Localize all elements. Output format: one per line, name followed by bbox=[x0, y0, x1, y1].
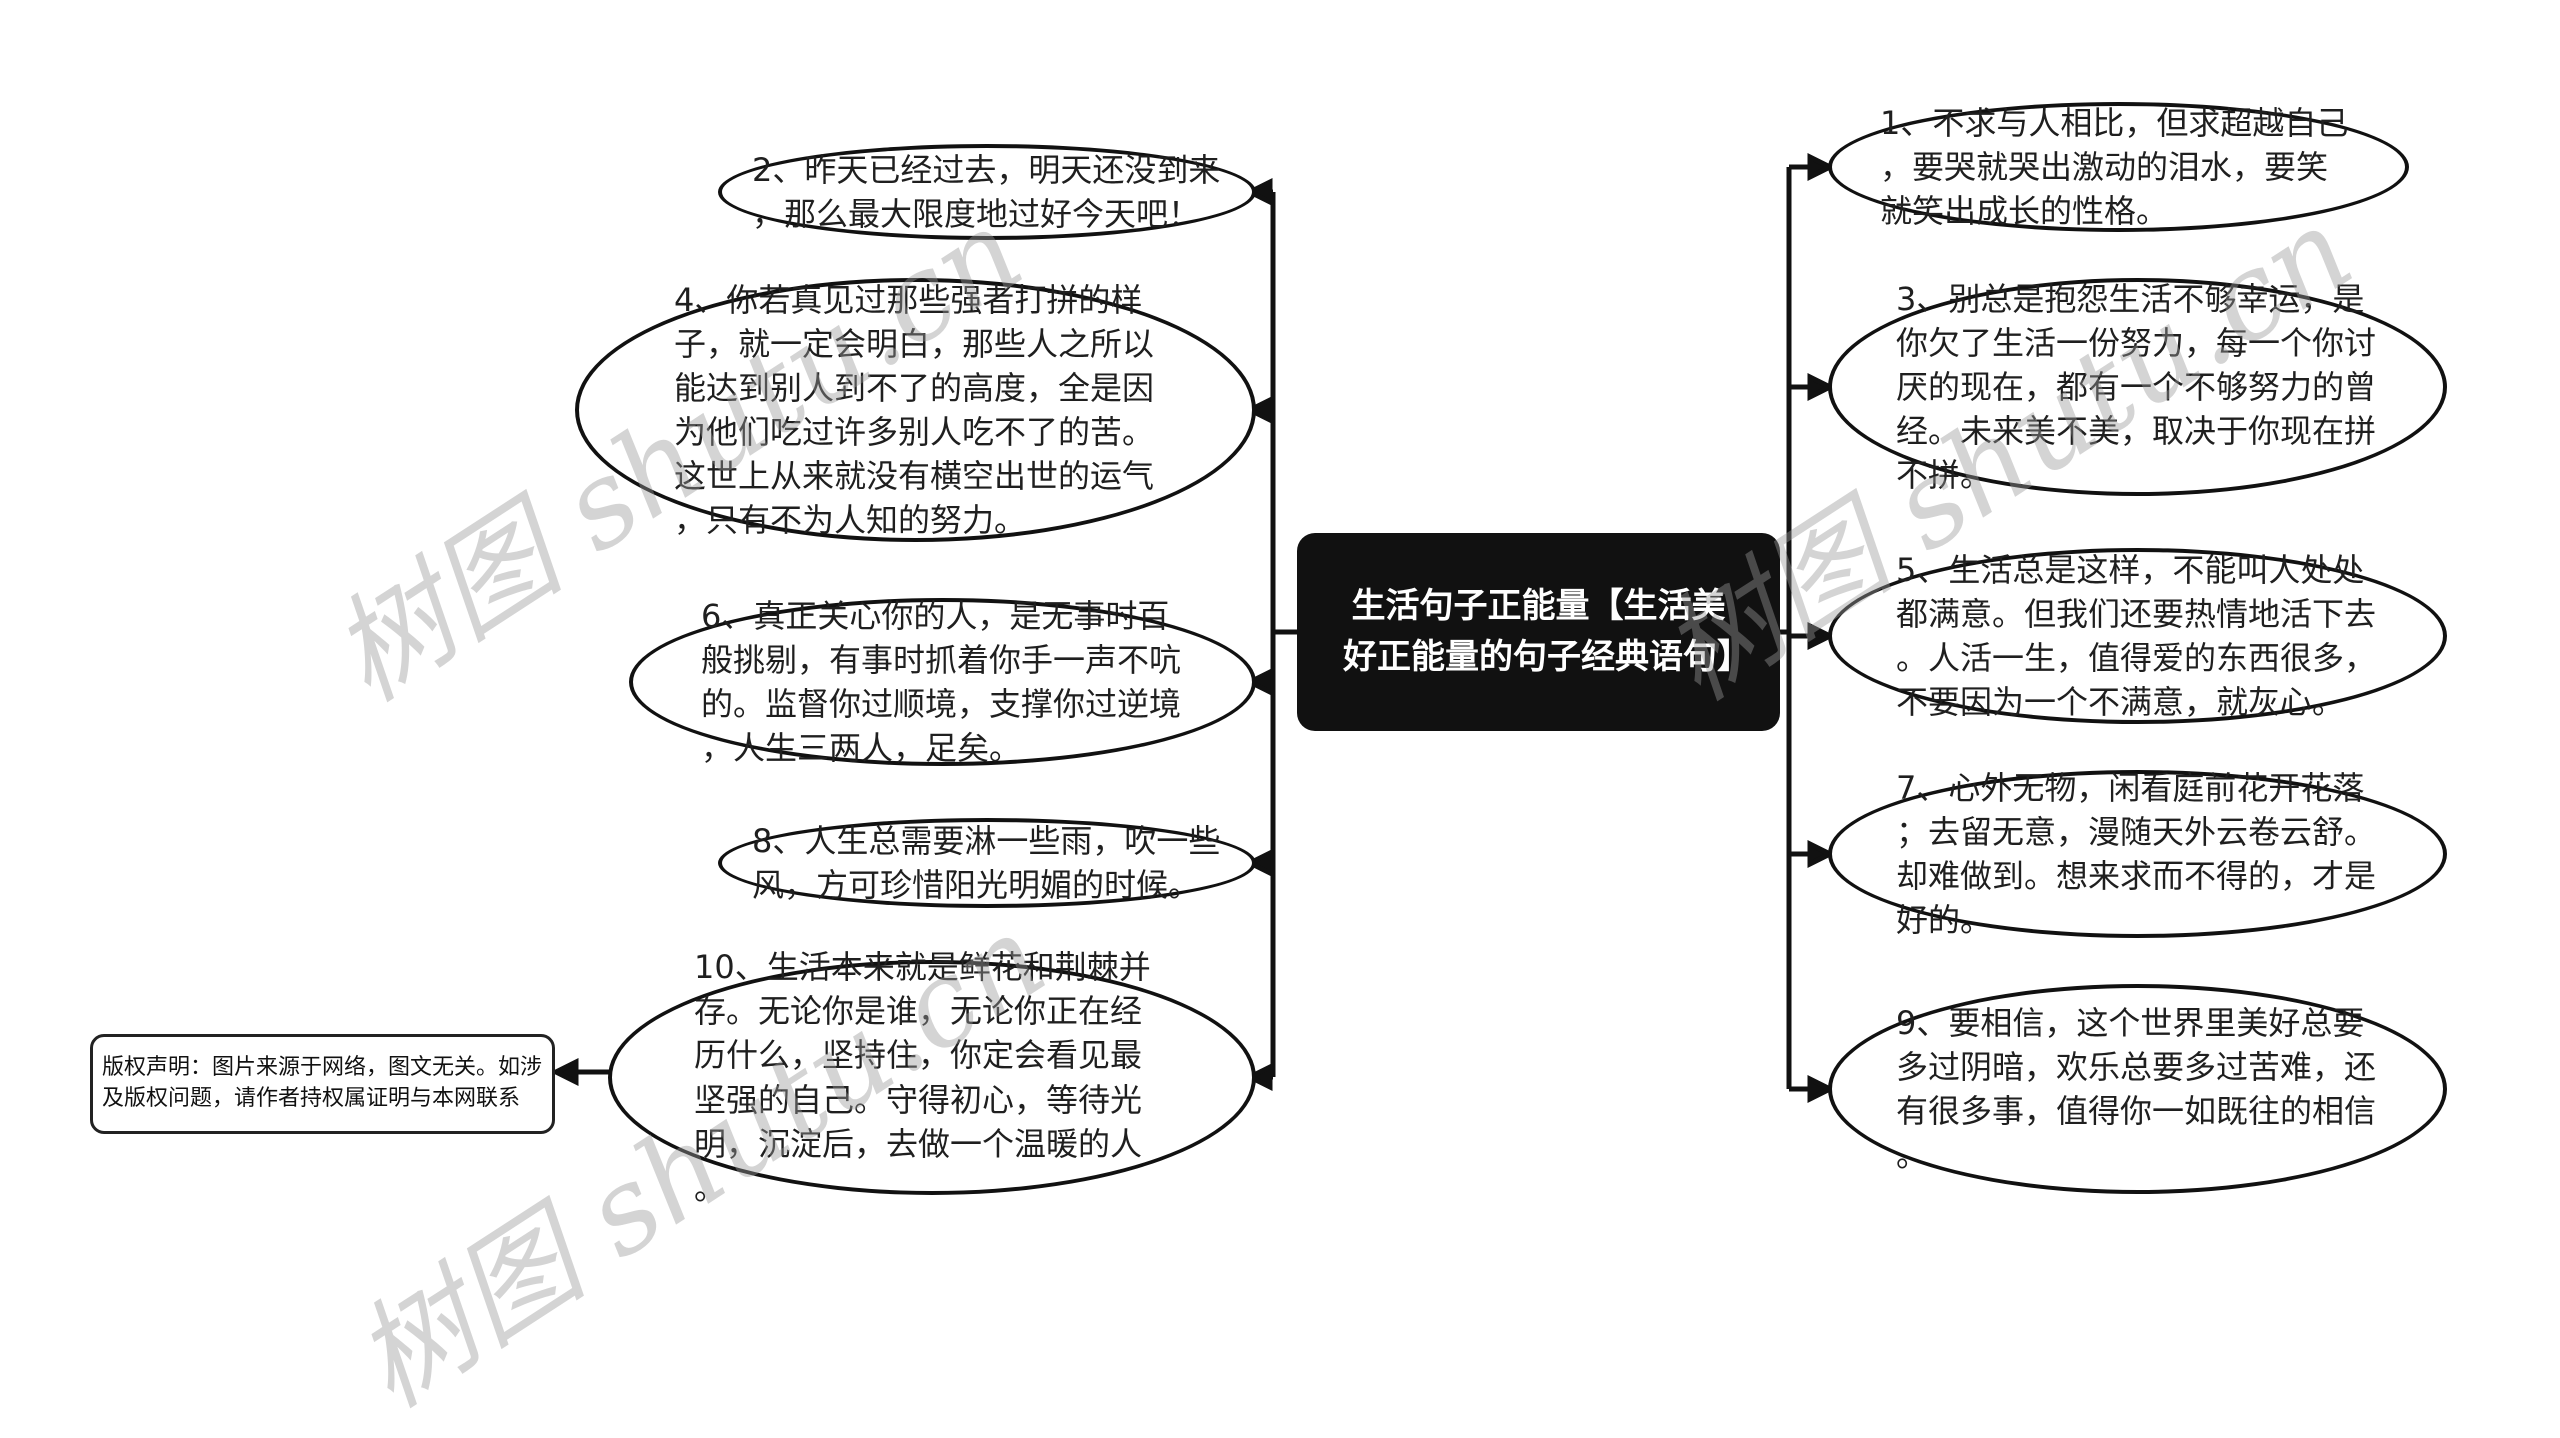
branch-node-8[interactable]: 8、人生总需要淋一些雨，吹一些风，方可珍惜阳光明媚的时候。 bbox=[718, 818, 1256, 908]
arrowhead-node-4-icon bbox=[1244, 395, 1273, 425]
branch-node-3-text: 3、别总是抱怨生活不够幸运，是你欠了生活一份努力，每一个你讨厌的现在，都有一个不… bbox=[1896, 279, 2377, 495]
branch-node-6-text: 6、真正关心你的人，是无事时百般挑剔，有事时抓着你手一声不吭的。监督你过顺境，支… bbox=[701, 596, 1182, 768]
branch-node-2[interactable]: 2、昨天已经过去，明天还没到来，那么最大限度地过好今天吧！ bbox=[718, 144, 1256, 240]
arrowhead-node-7-icon bbox=[1807, 839, 1836, 869]
branch-node-4-text: 4、你若真见过那些强者打拼的样子，就一定会明白，那些人之所以能达到别人到不了的高… bbox=[674, 280, 1155, 540]
mindmap-canvas: 生活句子正能量【生活美好正能量的句子经典语句】 2、昨天已经过去，明天还没到来，… bbox=[90, 102, 2447, 1434]
central-topic-label: 生活句子正能量【生活美好正能量的句子经典语句】 bbox=[1343, 586, 1751, 677]
branch-node-7-text: 7、心外无物，闲看庭前花开花落；去留无意，漫随天外云卷云舒。却难做到。想来求而不… bbox=[1896, 768, 2377, 940]
arrowhead-node-10-icon bbox=[1244, 1062, 1273, 1092]
branch-node-10-text: 10、生活本来就是鲜花和荆棘并存。无论你是谁，无论你正在经历什么，坚持住，你定会… bbox=[694, 948, 1151, 1207]
central-topic-node[interactable]: 生活句子正能量【生活美好正能量的句子经典语句】 bbox=[1297, 533, 1780, 731]
branch-node-9[interactable]: 9、要相信，这个世界里美好总要多过阴暗，欢乐总要多过苦难，还有很多事，值得你一如… bbox=[1828, 984, 2447, 1194]
branch-node-5-text: 5、生活总是这样，不能叫人处处都满意。但我们还要热情地活下去。人活一生，值得爱的… bbox=[1896, 550, 2377, 722]
connector-lines bbox=[550, 152, 1836, 1104]
branch-node-9-text: 9、要相信，这个世界里美好总要多过阴暗，欢乐总要多过苦难，还有很多事，值得你一如… bbox=[1896, 1003, 2377, 1175]
arrowhead-node-1-icon bbox=[1807, 152, 1836, 182]
right-connector-group bbox=[1780, 152, 1836, 1104]
branch-node-4[interactable]: 4、你若真见过那些强者打拼的样子，就一定会明白，那些人之所以能达到别人到不了的高… bbox=[575, 278, 1256, 542]
branch-node-2-text: 2、昨天已经过去，明天还没到来，那么最大限度地过好今天吧！ bbox=[752, 150, 1221, 233]
arrowhead-node-6-icon bbox=[1244, 667, 1273, 697]
arrowhead-node-3-icon bbox=[1807, 372, 1836, 402]
copyright-notice-text: 版权声明：图片来源于网络，图文无关。如涉及版权问题，请作者持权属证明与本网联系 bbox=[102, 1055, 543, 1111]
arrowhead-node-5-icon bbox=[1807, 621, 1836, 651]
branch-node-1[interactable]: 1、不求与人相比，但求超越自己，要哭就哭出激动的泪水，要笑就笑出成长的性格。 bbox=[1828, 102, 2409, 232]
branch-node-8-text: 8、人生总需要淋一些雨，吹一些风，方可珍惜阳光明媚的时候。 bbox=[752, 821, 1221, 904]
copyright-connector bbox=[550, 1057, 610, 1087]
arrowhead-node-8-icon bbox=[1244, 848, 1273, 878]
branch-node-5[interactable]: 5、生活总是这样，不能叫人处处都满意。但我们还要热情地活下去。人活一生，值得爱的… bbox=[1828, 548, 2447, 724]
branch-node-6[interactable]: 6、真正关心你的人，是无事时百般挑剔，有事时抓着你手一声不吭的。监督你过顺境，支… bbox=[629, 597, 1256, 767]
branch-node-7[interactable]: 7、心外无物，闲看庭前花开花落；去留无意，漫随天外云卷云舒。却难做到。想来求而不… bbox=[1828, 769, 2447, 939]
arrowhead-node-9-icon bbox=[1807, 1074, 1836, 1104]
branch-node-10[interactable]: 10、生活本来就是鲜花和荆棘并存。无论你是谁，无论你正在经历什么，坚持住，你定会… bbox=[608, 948, 1256, 1207]
copyright-notice: 版权声明：图片来源于网络，图文无关。如涉及版权问题，请作者持权属证明与本网联系 bbox=[90, 1034, 555, 1134]
branch-node-3[interactable]: 3、别总是抱怨生活不够幸运，是你欠了生活一份努力，每一个你讨厌的现在，都有一个不… bbox=[1828, 278, 2447, 496]
branch-node-1-text: 1、不求与人相比，但求超越自己，要哭就哭出激动的泪水，要笑就笑出成长的性格。 bbox=[1880, 103, 2349, 231]
left-connector-group bbox=[1244, 177, 1300, 1092]
arrowhead-copyright-icon bbox=[550, 1057, 579, 1087]
arrowhead-node-2-icon bbox=[1244, 177, 1273, 207]
